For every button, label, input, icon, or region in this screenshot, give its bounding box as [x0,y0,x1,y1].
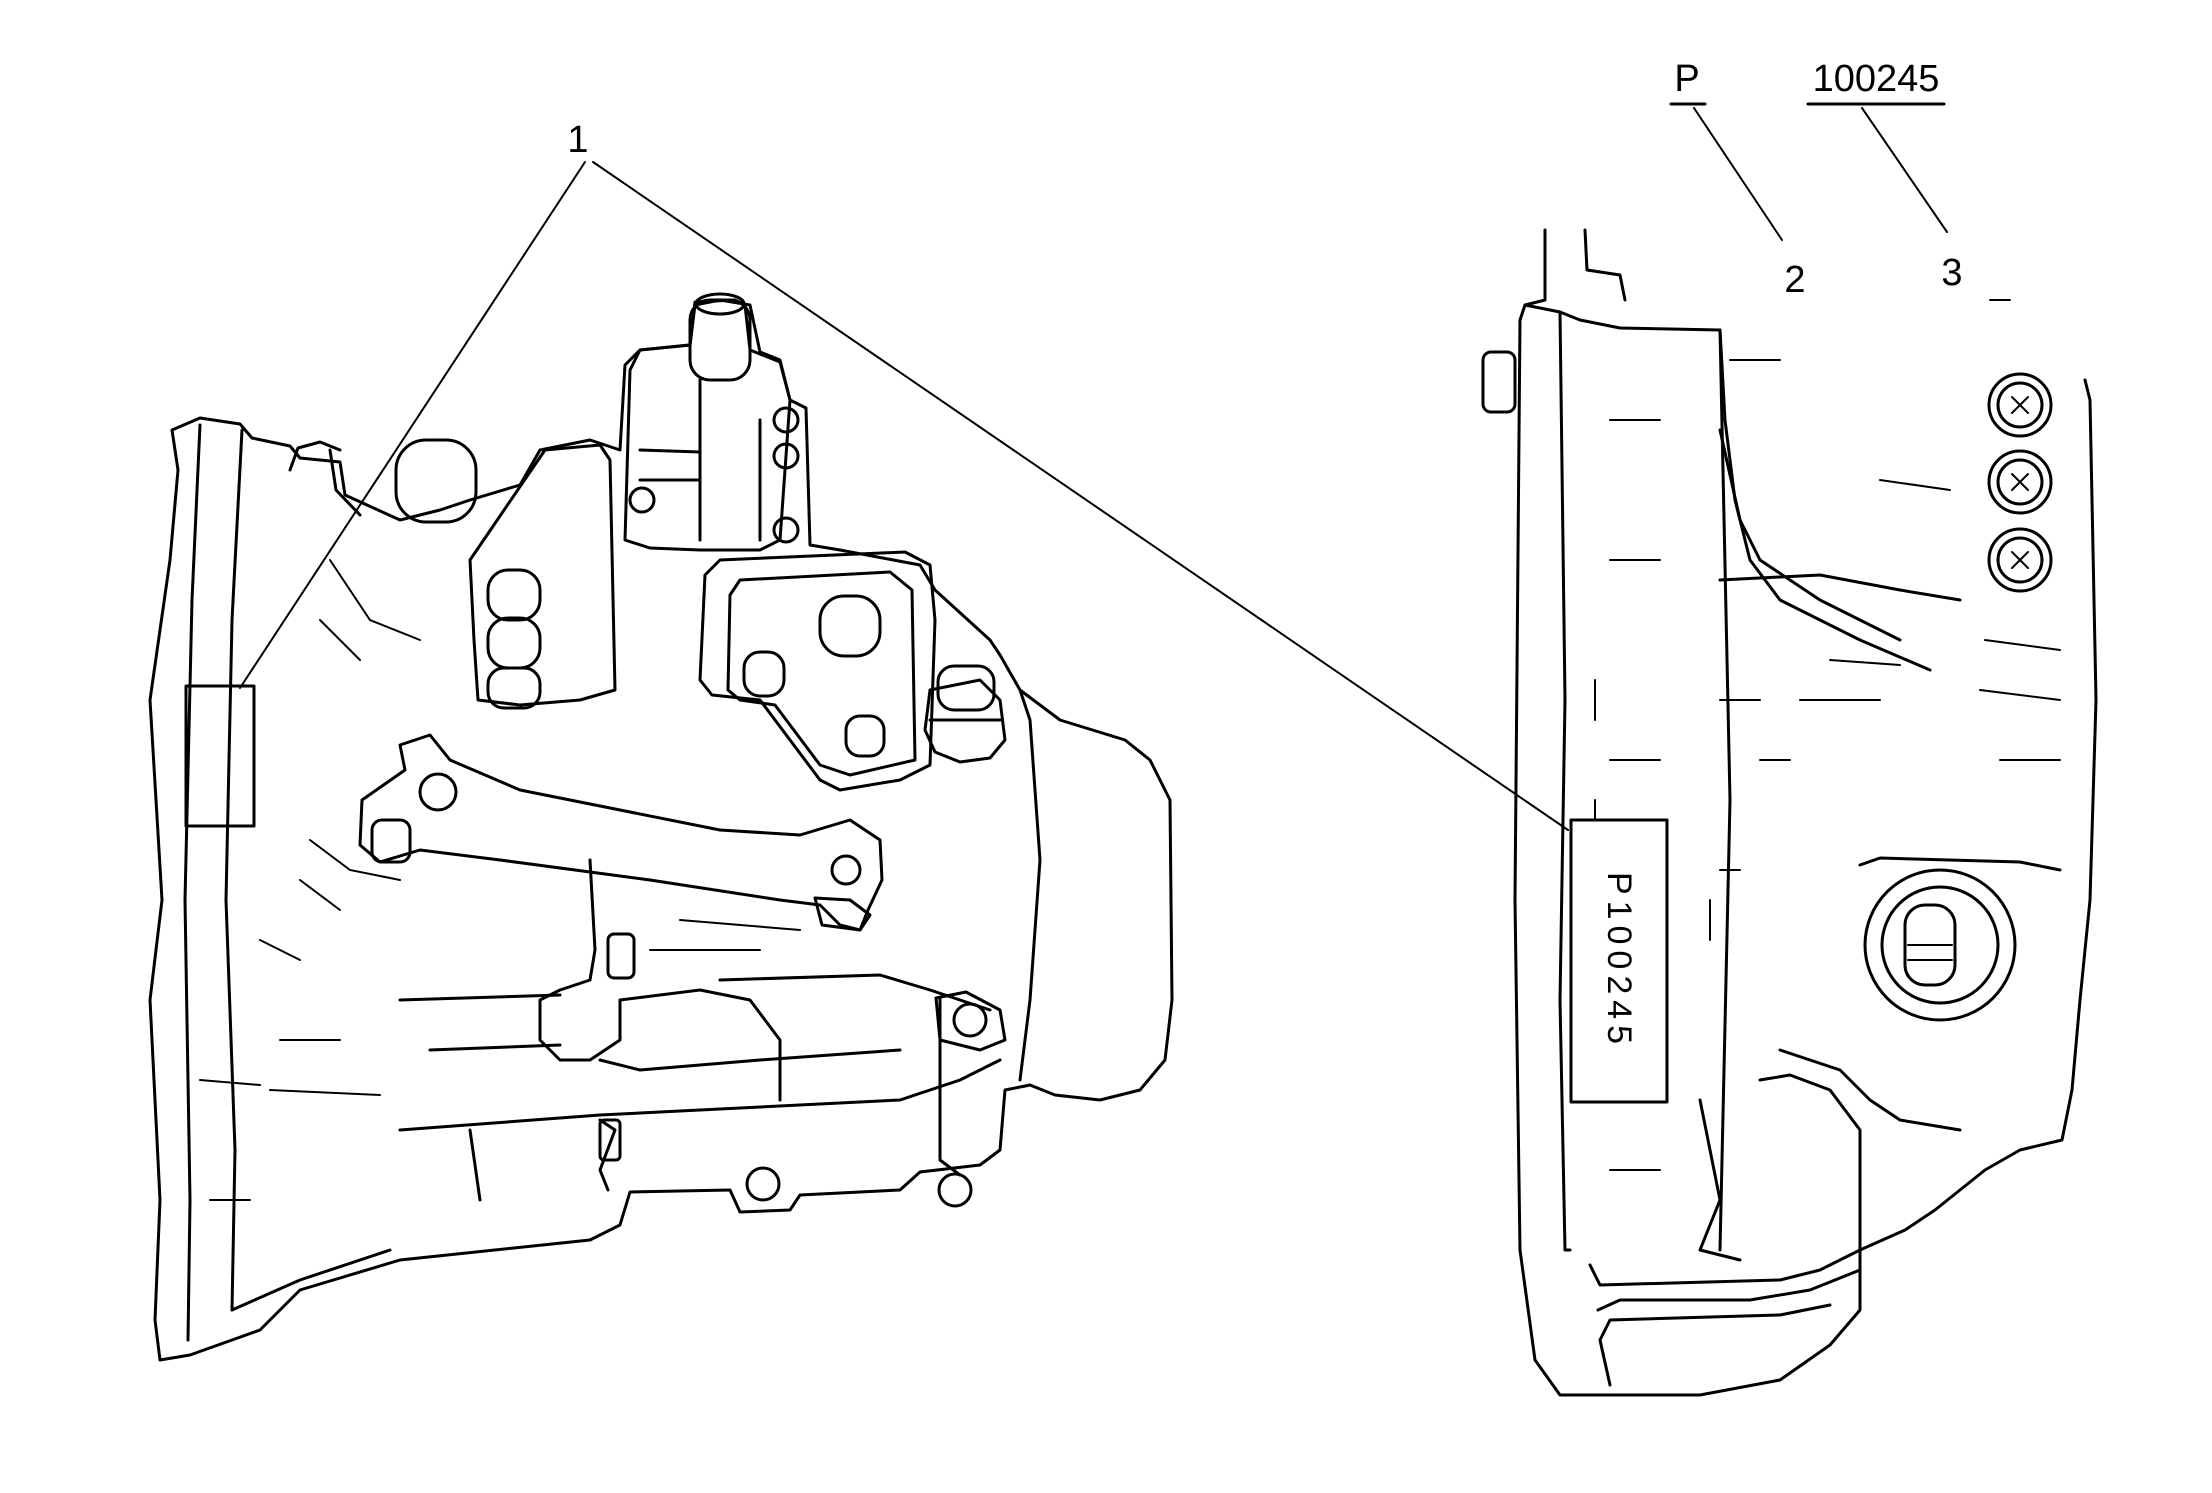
callout-3: 3 [1941,252,1962,294]
code-prefix: P [1674,58,1699,100]
id-label-plate: P100245 [1569,818,1669,1104]
transaxle-assembly-drawing [148,292,1174,1362]
case-id-pad [184,684,256,828]
screw-set [1987,372,2053,593]
case-plug [1863,868,2017,1022]
label-plate-text: P100245 [1600,872,1638,1050]
callout-1: 1 [567,119,588,161]
callout-2: 2 [1784,259,1805,301]
code-number: 100245 [1813,58,1940,100]
case-detail-drawing [1481,228,2098,1397]
leader-lines [239,107,1948,831]
